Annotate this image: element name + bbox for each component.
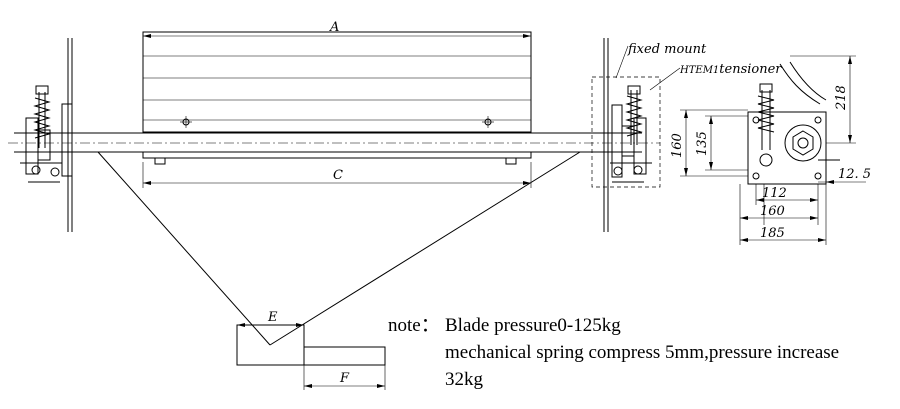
dim-12-5-label: 12. 5 <box>838 167 871 182</box>
detail-ef: E F <box>236 310 386 390</box>
note-line-3: 32kg <box>445 369 484 390</box>
note-line-2: mechanical spring compress 5mm,pressure … <box>445 342 839 363</box>
detail-leaders <box>97 151 581 346</box>
note-line-1: Blade pressure0-125kg <box>445 315 621 336</box>
fixed-mount-label: fixed mount <box>627 42 707 57</box>
left-tensioner <box>20 85 73 183</box>
dimension-a: A <box>143 20 531 38</box>
left-frame <box>67 38 73 232</box>
dim-218-label: 218 <box>834 85 849 111</box>
dimension-c: C <box>142 162 532 188</box>
dimension-c-label: C <box>333 168 343 183</box>
dim-135-label: 135 <box>695 131 710 156</box>
blade-body <box>142 31 532 165</box>
note-prefix: note： <box>388 315 440 336</box>
right-tensioner <box>591 76 661 188</box>
tensioner-label: HTEM1tensioner <box>679 62 782 77</box>
dim-185-label: 185 <box>760 226 785 241</box>
side-view: 218 160 135 112 160 185 <box>670 55 871 245</box>
shaft <box>8 132 660 153</box>
dimension-e-label: E <box>267 310 278 325</box>
dim-160-horizontal-label: 160 <box>760 204 785 219</box>
right-frame <box>603 38 609 232</box>
dimension-f-label: F <box>339 371 350 386</box>
callouts: fixed mount HTEM1tensioner <box>615 42 782 91</box>
note-block: note： Blade pressure0-125kg mechanical s… <box>388 315 839 390</box>
dim-160-vertical-label: 160 <box>670 133 685 158</box>
dim-112-label: 112 <box>762 186 787 201</box>
dimension-a-label: A <box>329 20 339 35</box>
